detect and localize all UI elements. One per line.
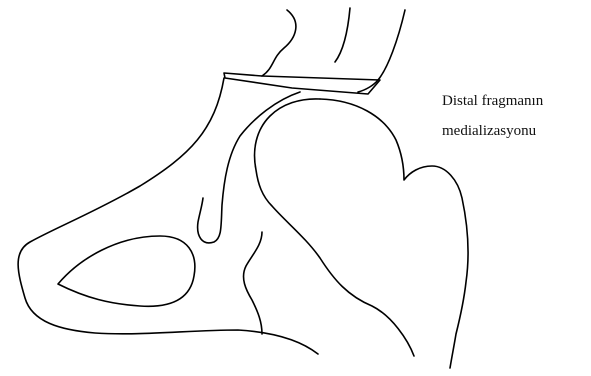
- distal-fragment-outline: [18, 78, 318, 354]
- proximal-fragment-outline: [262, 8, 405, 92]
- femoral-head-outline: [255, 99, 414, 356]
- annotation-line-2: medializasyonu: [442, 116, 543, 146]
- obturator-foramen: [58, 236, 195, 306]
- annotation-line-1: Distal fragmanın: [442, 86, 543, 116]
- annotation-label: Distal fragmanın medializasyonu: [442, 86, 543, 146]
- osteotomy-line: [224, 73, 380, 94]
